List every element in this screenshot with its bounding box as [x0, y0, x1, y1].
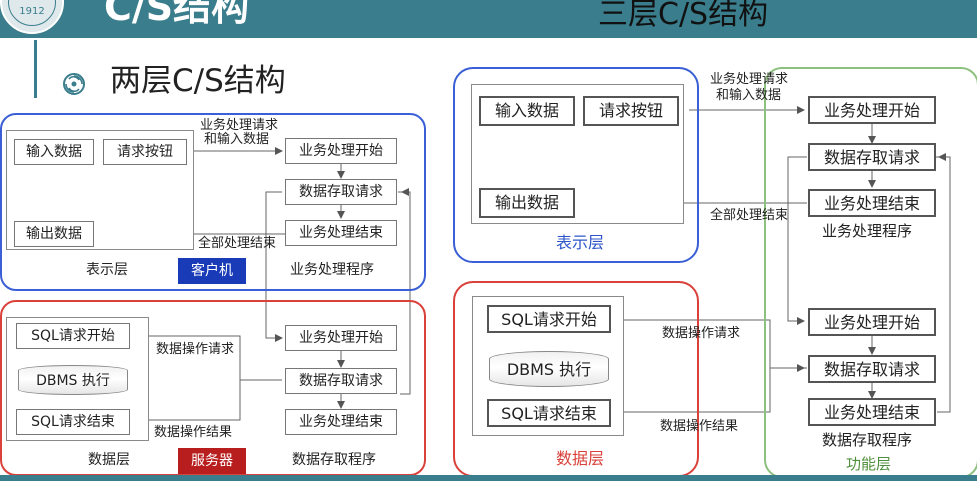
right-data-op-result-label: 数据操作结果 [660, 419, 739, 434]
data-op-request-label: 数据操作请求 [156, 342, 235, 357]
right-business-program-label: 业务处理程序 [822, 222, 913, 240]
input-data-box: 输入数据 [14, 139, 94, 165]
client-container [0, 113, 426, 291]
title-accent-bar [34, 40, 37, 98]
request-button-box: 请求按钮 [103, 139, 187, 165]
right-business-end-box: 业务处理结束 [808, 189, 936, 217]
right-all-done-label: 全部处理结束 [710, 208, 789, 223]
right-business-start-box: 业务处理开始 [808, 96, 936, 124]
data-layer-label: 数据层 [88, 452, 130, 468]
right-request-label-line2: 和输入数据 [716, 88, 782, 103]
server-business-start-box: 业务处理开始 [285, 325, 397, 351]
footer-bar [0, 475, 977, 481]
right-presentation-layer-label: 表示层 [556, 233, 605, 252]
dbms-cylinder: DBMS 执行 [18, 365, 128, 395]
right-function-layer-label: 功能层 [846, 455, 892, 473]
three-tier-title: 三层C/S结构 [598, 0, 769, 32]
right-dbms-cylinder: DBMS 执行 [489, 351, 609, 387]
page-title: C/S结构 [104, 0, 250, 29]
presentation-layer-container [453, 67, 699, 263]
sql-end-box: SQL请求结束 [16, 409, 130, 435]
right-input-data-box: 输入数据 [479, 96, 575, 126]
right-sql-start-box: SQL请求开始 [487, 305, 611, 333]
right-business-end-box-2: 业务处理结束 [808, 398, 936, 426]
server-data-access-request-box: 数据存取请求 [285, 368, 397, 394]
all-done-label: 全部处理结束 [198, 236, 277, 251]
server-business-end-box: 业务处理结束 [285, 409, 397, 435]
request-label-line2: 和输入数据 [204, 132, 270, 147]
right-output-data-box: 输出数据 [479, 188, 575, 218]
data-access-program-label: 数据存取程序 [292, 452, 376, 468]
right-sql-end-box: SQL请求结束 [487, 399, 611, 427]
swirl-bullet-icon [63, 73, 85, 95]
right-data-access-request-box-2: 数据存取请求 [808, 355, 936, 383]
server-tag: 服务器 [178, 448, 246, 474]
business-end-box: 业务处理结束 [285, 220, 397, 246]
right-request-button-box: 请求按钮 [583, 96, 679, 126]
business-start-box: 业务处理开始 [285, 138, 397, 164]
output-data-box: 输出数据 [14, 221, 94, 247]
two-tier-title: 两层C/S结构 [110, 63, 286, 99]
right-data-access-request-box: 数据存取请求 [808, 143, 936, 171]
header-bar [0, 0, 977, 38]
business-program-label: 业务处理程序 [290, 262, 374, 278]
right-data-op-request-label: 数据操作请求 [662, 326, 741, 341]
request-label-line1: 业务处理请求 [200, 118, 279, 133]
right-data-access-program-label: 数据存取程序 [822, 431, 913, 449]
presentation-layer-label: 表示层 [86, 262, 128, 278]
client-tag: 客户机 [178, 258, 246, 284]
logo-year: 1912 [19, 6, 45, 17]
data-op-result-label: 数据操作结果 [154, 425, 233, 440]
right-request-label-line1: 业务处理请求 [710, 72, 789, 87]
right-business-start-box-2: 业务处理开始 [808, 308, 936, 336]
data-access-request-box: 数据存取请求 [285, 179, 397, 205]
sql-start-box: SQL请求开始 [16, 323, 130, 349]
right-data-layer-label: 数据层 [556, 449, 605, 468]
